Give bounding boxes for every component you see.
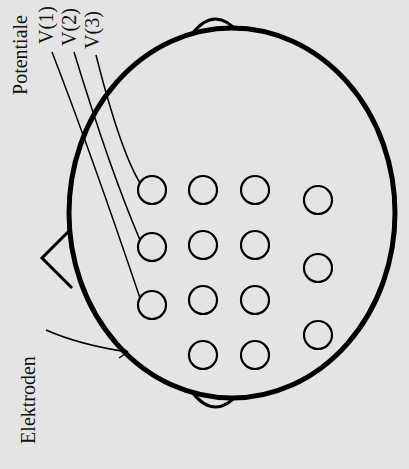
arrowhead — [118, 346, 128, 358]
electrodes — [138, 176, 332, 369]
leader-line — [96, 55, 140, 183]
potential-label: V(2) — [59, 8, 79, 46]
nose — [42, 228, 72, 288]
leader-line — [46, 330, 128, 352]
potential-label: V(3) — [82, 11, 102, 49]
leader-line — [52, 52, 140, 298]
heading-label: Potentiale — [10, 15, 30, 95]
potential-label: V(1) — [36, 6, 56, 44]
leader-line — [74, 52, 140, 240]
head-outline — [69, 28, 395, 398]
electrode-label: Elektroden — [18, 356, 38, 444]
